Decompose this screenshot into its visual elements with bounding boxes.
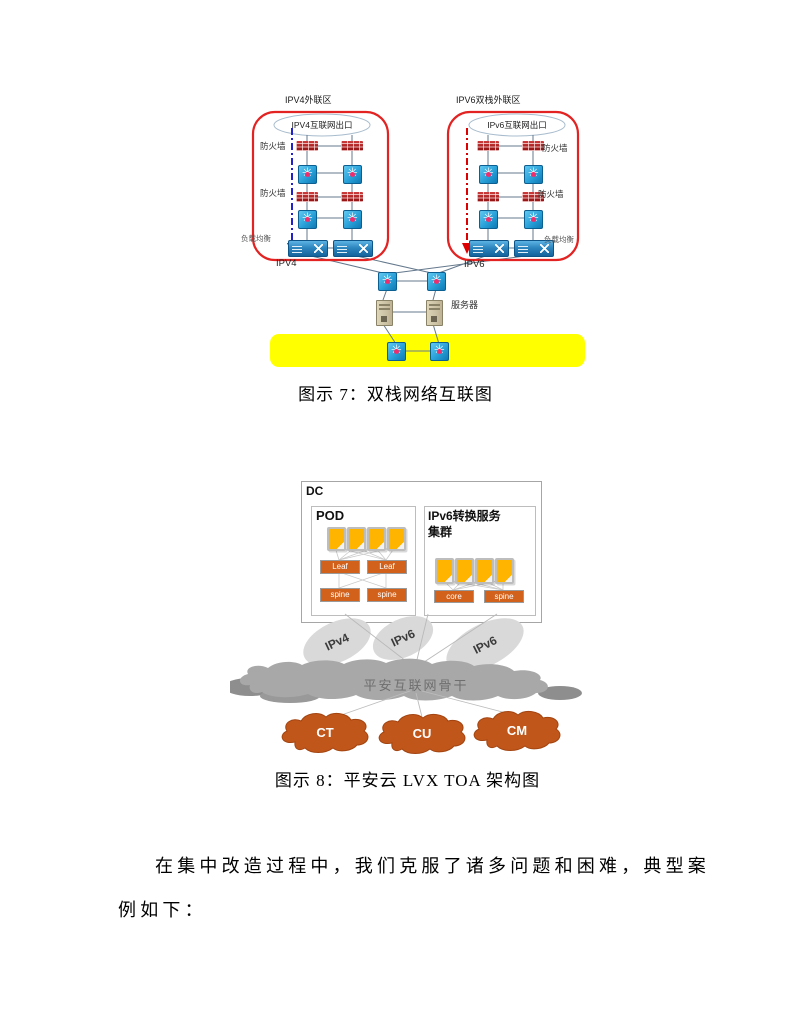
load-balancer-icon	[469, 240, 509, 257]
host-icon	[387, 527, 406, 551]
left-cloud-label: IPV4互联网出口	[291, 120, 353, 130]
cluster-title-line2: 集群	[428, 524, 453, 539]
pod-label: POD	[316, 508, 345, 523]
host-icon	[475, 558, 494, 584]
switch-icon: ✳	[427, 272, 446, 291]
ipv4-stack-label: IPV4	[276, 258, 297, 269]
figure7-caption: 图示 7：双栈网络互联图	[298, 385, 493, 404]
load-balancer-label: 负载均衡	[241, 234, 271, 243]
cluster-title-line1: IPv6转换服务	[428, 509, 501, 523]
switch-glyph: ✳	[431, 273, 442, 288]
figure7-dual-stack-diagram: IPV4外联区 IPV6双栈外联区 IPV4互联网出口 IPv6互联网出口 防火…	[240, 88, 600, 380]
host-icon	[455, 558, 474, 584]
carrier-label-ct: CT	[316, 725, 333, 740]
switch-glyph: ✳	[302, 166, 313, 181]
switch-icon: ✳	[479, 165, 498, 184]
zone-borders	[251, 110, 580, 262]
server-icon	[376, 300, 393, 326]
leaf-switch-bar: Leaf	[320, 560, 360, 574]
server-label: 服务器	[451, 300, 479, 310]
right-zone-title: IPV6双栈外联区	[456, 95, 521, 105]
switch-icon: ✳	[378, 272, 397, 291]
host-icon	[495, 558, 514, 584]
load-balancer-icon	[333, 240, 373, 257]
spine-switch-bar: spine	[484, 590, 524, 603]
host-icon	[327, 527, 346, 551]
firewall-icon	[522, 192, 544, 202]
ipv6-stack-label: IPV6	[464, 259, 485, 270]
load-balancer-icon	[514, 240, 554, 257]
host-icon	[435, 558, 454, 584]
switch-icon: ✳	[387, 342, 406, 361]
switch-glyph: ✳	[347, 166, 358, 181]
host-icon	[367, 527, 386, 551]
figure8-caption: 图示 8：平安云 LVX TOA 架构图	[274, 771, 541, 790]
switch-glyph: ✳	[382, 273, 393, 288]
right-cloud-label: IPv6互联网出口	[487, 120, 547, 130]
switch-icon: ✳	[524, 210, 543, 229]
switch-glyph: ✳	[528, 166, 539, 181]
backbone-cloud: 平安互联网骨干	[230, 658, 582, 703]
switch-glyph: ✳	[347, 211, 358, 226]
leaf-switch-bar: Leaf	[367, 560, 407, 574]
firewall-label: 防火墙	[260, 141, 286, 151]
figure8-lines-layer: IPv4 IPv6 IPv6 平安互联网骨干	[230, 546, 582, 754]
firewall-label: 防火墙	[538, 189, 564, 199]
cluster-title: IPv6转换服务 集群	[428, 509, 501, 540]
switch-icon: ✳	[298, 165, 317, 184]
internet-exit-clouds	[273, 113, 566, 137]
switch-glyph: ✳	[483, 211, 494, 226]
firewall-icon	[522, 141, 544, 151]
switch-icon: ✳	[430, 342, 449, 361]
left-zone-title: IPV4外联区	[285, 95, 332, 105]
spine-switch-bar: spine	[367, 588, 407, 602]
switch-glyph: ✳	[528, 211, 539, 226]
carrier-label-cm: CM	[507, 723, 527, 738]
firewall-icon	[477, 141, 499, 151]
spine-switch-bar: spine	[320, 588, 360, 602]
switch-icon: ✳	[343, 165, 362, 184]
firewall-icon	[341, 192, 363, 202]
switch-icon: ✳	[343, 210, 362, 229]
host-icon	[347, 527, 366, 551]
access-pipes: IPv4 IPv6 IPv6	[303, 616, 524, 672]
paragraph-line: 在集中改造过程中，我们克服了诸多问题和困难，典型案	[155, 856, 710, 876]
load-balancer-label: 负载均衡	[544, 235, 574, 244]
firewall-icon	[341, 141, 363, 151]
switch-glyph: ✳	[434, 343, 445, 358]
switch-glyph: ✳	[391, 343, 402, 358]
load-balancer-icon	[288, 240, 328, 257]
figure8-toa-architecture-diagram: IPv4 IPv6 IPv6 平安互联网骨干	[230, 475, 590, 775]
firewall-icon	[477, 192, 499, 202]
switch-glyph: ✳	[302, 211, 313, 226]
firewall-icon	[296, 141, 318, 151]
ipv6-traffic-path	[462, 128, 472, 254]
carrier-label-cu: CU	[413, 726, 432, 741]
paragraph-line: 例如下：	[118, 900, 207, 920]
core-switch-bar: core	[434, 590, 474, 603]
switch-icon: ✳	[298, 210, 317, 229]
firewall-label: 防火墙	[260, 188, 286, 198]
backbone-label: 平安互联网骨干	[363, 678, 468, 693]
dc-label: DC	[306, 484, 324, 498]
firewall-label: 防火墙	[542, 143, 568, 153]
firewall-icon	[296, 192, 318, 202]
switch-icon: ✳	[479, 210, 498, 229]
carrier-clouds: CT CU CM	[281, 710, 561, 754]
switch-glyph: ✳	[483, 166, 494, 181]
switch-icon: ✳	[524, 165, 543, 184]
server-icon	[426, 300, 443, 326]
connection-lines	[306, 135, 534, 352]
figure7-lines-layer	[251, 110, 580, 352]
